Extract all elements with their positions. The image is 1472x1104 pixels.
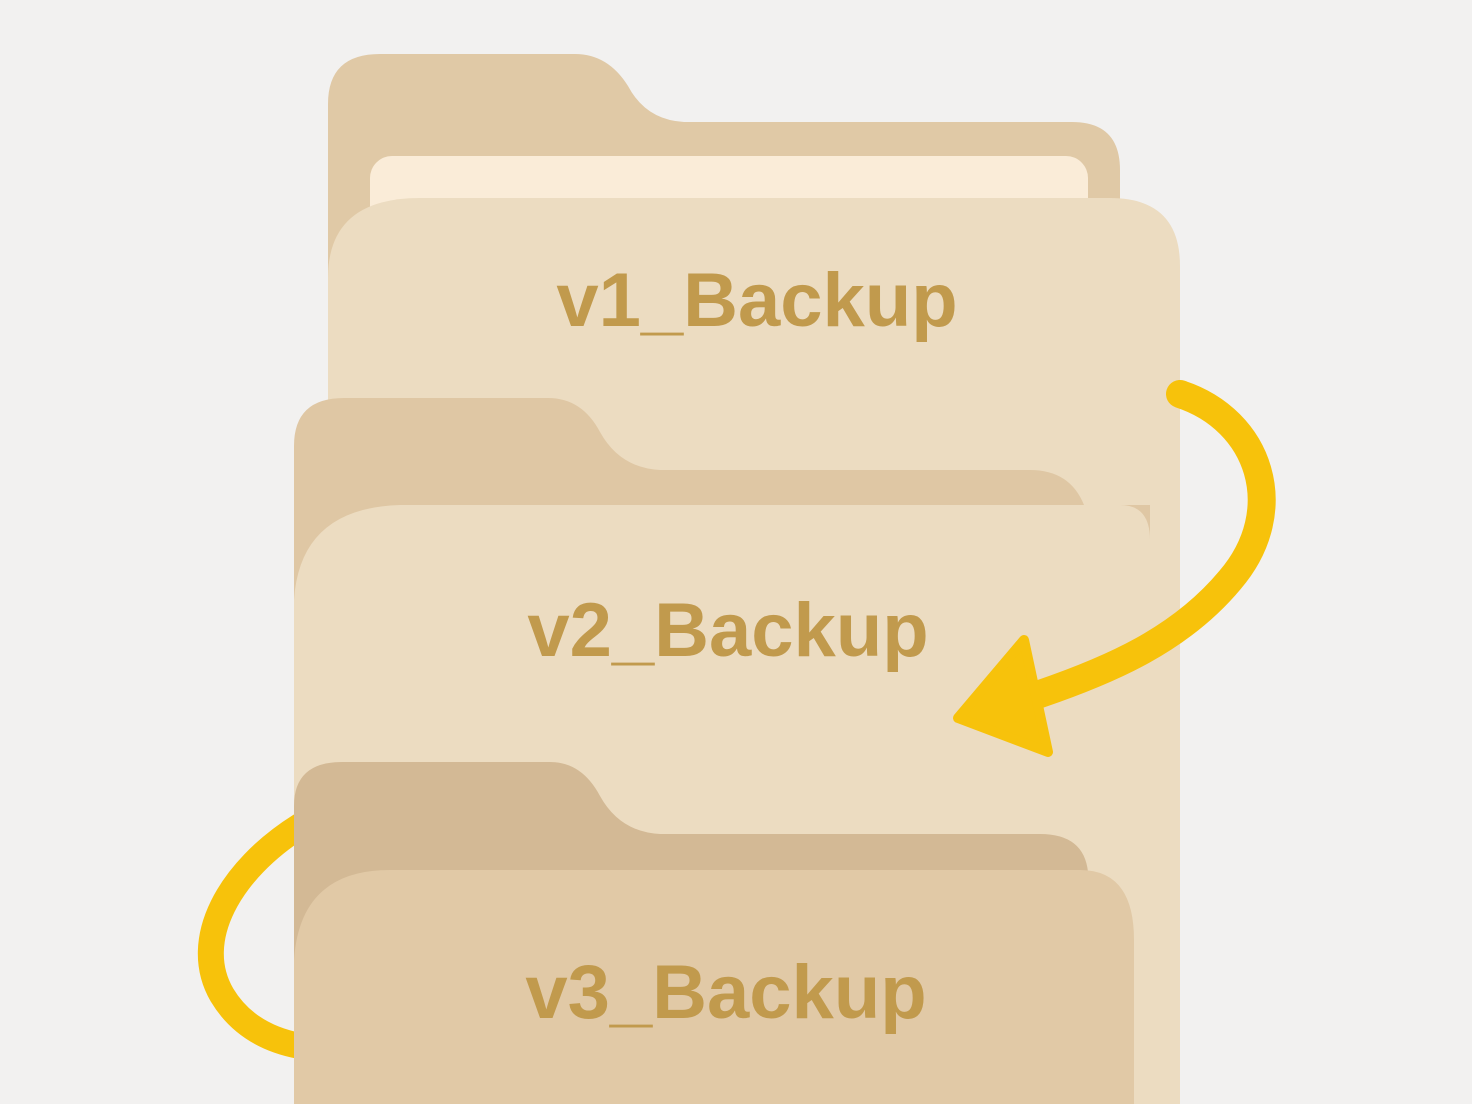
folder-v2-label: v2_Backup [527,588,928,673]
folder-v1-label: v1_Backup [556,258,957,343]
folder-v3-label: v3_Backup [525,950,926,1035]
loop-arrow-bottom-icon [197,813,313,1059]
curved-arrow-top-icon [953,380,1276,757]
folder-v3[interactable]: v3_Backup [294,762,1134,1104]
folder-v3-front [294,870,1134,1104]
